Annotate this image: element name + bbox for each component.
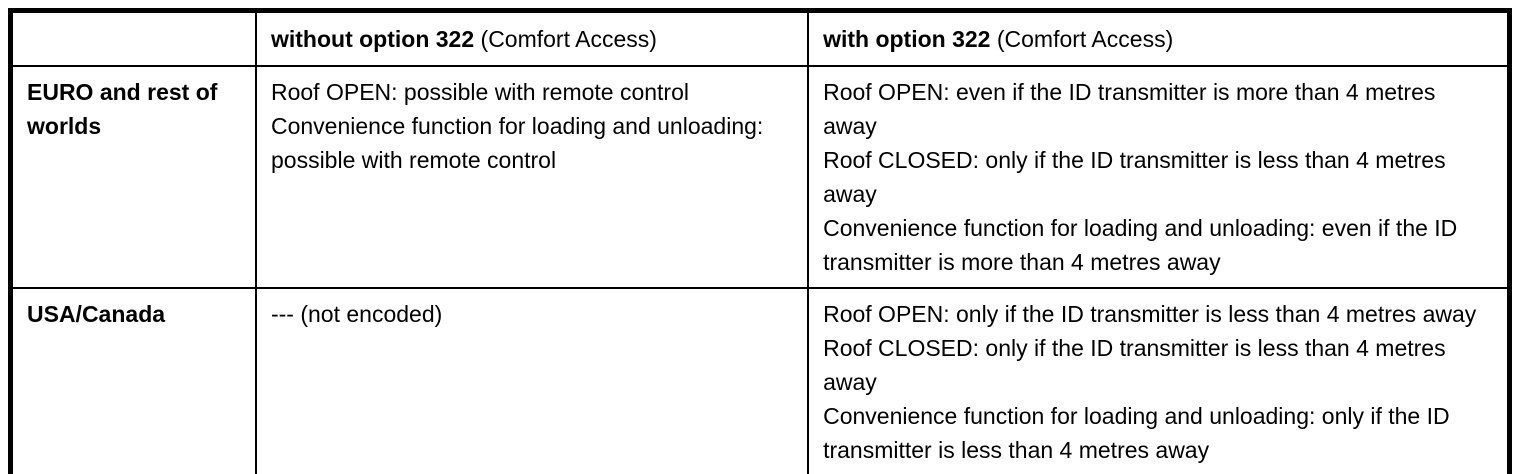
comfort-access-comparison-table: without option 322 (Comfort Access) with… bbox=[8, 8, 1512, 474]
header-without-option-322: without option 322 (Comfort Access) bbox=[254, 9, 810, 67]
header-without-option-suffix: (Comfort Access) bbox=[474, 26, 657, 52]
header-without-option-bold-label: without option 322 bbox=[270, 26, 475, 52]
region-label-usa-canada: USA/Canada bbox=[9, 287, 257, 474]
header-with-option-suffix: (Comfort Access) bbox=[990, 26, 1174, 52]
usa-with-option-cell: Roof OPEN: only if the ID transmitter is… bbox=[807, 287, 1511, 474]
header-with-option-322: with option 322 (Comfort Access) bbox=[807, 9, 1511, 67]
header-with-option-bold-label: with option 322 bbox=[823, 26, 991, 52]
usa-without-option-cell: --- (not encoded) bbox=[254, 287, 810, 474]
table-row-usa-canada: USA/Canada --- (not encoded) Roof OPEN: … bbox=[9, 287, 1511, 474]
euro-with-option-cell: Roof OPEN: even if the ID transmitter is… bbox=[807, 65, 1511, 289]
euro-without-option-cell: Roof OPEN: possible with remote control … bbox=[254, 65, 810, 289]
region-label-euro: EURO and rest of worlds bbox=[9, 65, 257, 289]
table-row-euro: EURO and rest of worlds Roof OPEN: possi… bbox=[9, 65, 1511, 289]
header-corner-cell bbox=[9, 9, 257, 67]
table-header-row: without option 322 (Comfort Access) with… bbox=[9, 9, 1511, 67]
